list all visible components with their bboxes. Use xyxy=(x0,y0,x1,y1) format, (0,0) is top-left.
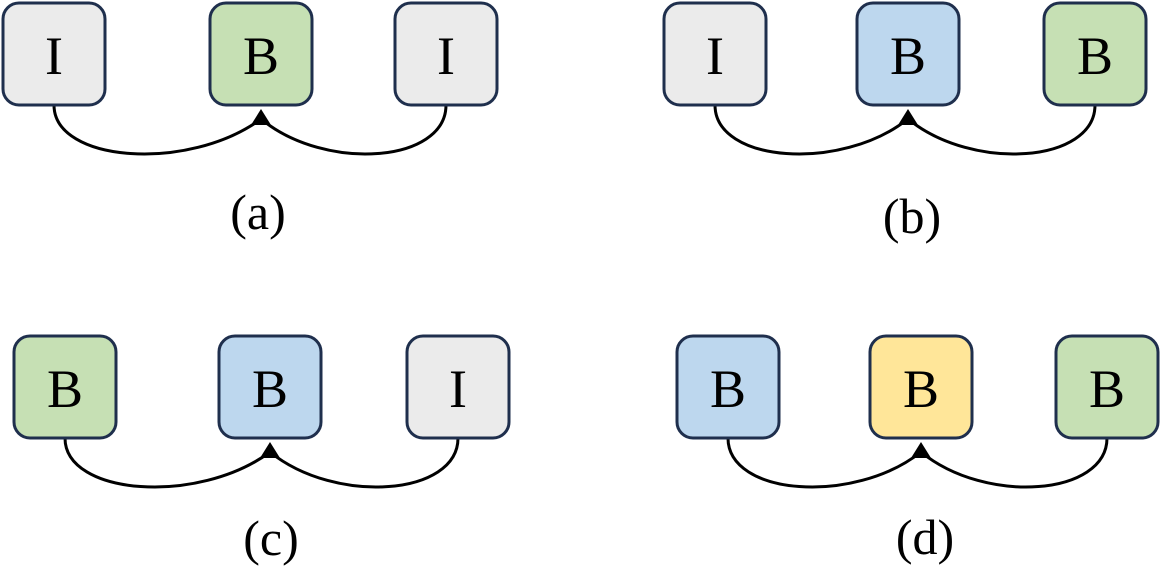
frame-b-box: B xyxy=(12,334,118,440)
frame-label: B xyxy=(903,359,939,419)
panel-b: I B B (b) xyxy=(662,1,1148,244)
frame-box-shape xyxy=(1054,334,1160,440)
arrowhead-icon xyxy=(898,109,918,125)
frame-i-box: I xyxy=(662,1,768,107)
frame-b-box: B xyxy=(855,1,961,107)
panel-c: B B I (c) xyxy=(12,334,511,566)
frame-b-box: B xyxy=(1054,334,1160,440)
frame-label: B xyxy=(47,359,83,419)
frame-box-shape xyxy=(855,1,961,107)
frame-label: I xyxy=(449,359,467,419)
panel-caption: (c) xyxy=(243,510,299,566)
frame-box-shape xyxy=(868,334,974,440)
frame-i-box: I xyxy=(1,1,107,107)
frame-b-box: B xyxy=(208,1,314,107)
frame-label: I xyxy=(45,26,63,86)
reference-arrow-left xyxy=(726,437,922,489)
frame-box-shape xyxy=(1,1,107,107)
reference-arrow-left xyxy=(52,104,262,156)
panel-a: I B I (a) xyxy=(1,1,499,240)
frame-b-box: B xyxy=(675,334,781,440)
frame-label: I xyxy=(437,26,455,86)
frame-b-box: B xyxy=(217,334,323,440)
frame-label: B xyxy=(710,359,746,419)
frame-box-shape xyxy=(208,1,314,107)
panel-caption: (b) xyxy=(883,188,941,244)
arrowhead-icon xyxy=(911,442,931,458)
frame-label: B xyxy=(890,26,926,86)
frame-b-box: B xyxy=(868,334,974,440)
reference-arrow-left xyxy=(63,437,271,489)
frame-box-shape xyxy=(217,334,323,440)
frame-label: B xyxy=(252,359,288,419)
frame-label: I xyxy=(706,26,724,86)
frame-box-shape xyxy=(662,1,768,107)
frame-i-box: I xyxy=(405,334,511,440)
frame-box-shape xyxy=(12,334,118,440)
reference-arrow-left xyxy=(713,104,909,156)
arrowhead-icon xyxy=(251,109,271,125)
panel-caption: (d) xyxy=(896,509,954,565)
frame-box-shape xyxy=(1042,1,1148,107)
frame-box-shape xyxy=(393,1,499,107)
reference-arrow-right xyxy=(907,104,1097,156)
frame-label: B xyxy=(243,26,279,86)
frame-label: B xyxy=(1089,359,1125,419)
frame-label: B xyxy=(1077,26,1113,86)
frame-b-box: B xyxy=(1042,1,1148,107)
reference-arrow-right xyxy=(269,437,460,489)
frame-i-box: I xyxy=(393,1,499,107)
reference-arrow-right xyxy=(260,104,448,156)
panel-d: B B B (d) xyxy=(675,334,1160,565)
reference-arrow-right xyxy=(920,437,1109,489)
panel-caption: (a) xyxy=(230,184,286,240)
arrowhead-icon xyxy=(260,442,280,458)
frame-box-shape xyxy=(405,334,511,440)
frame-box-shape xyxy=(675,334,781,440)
